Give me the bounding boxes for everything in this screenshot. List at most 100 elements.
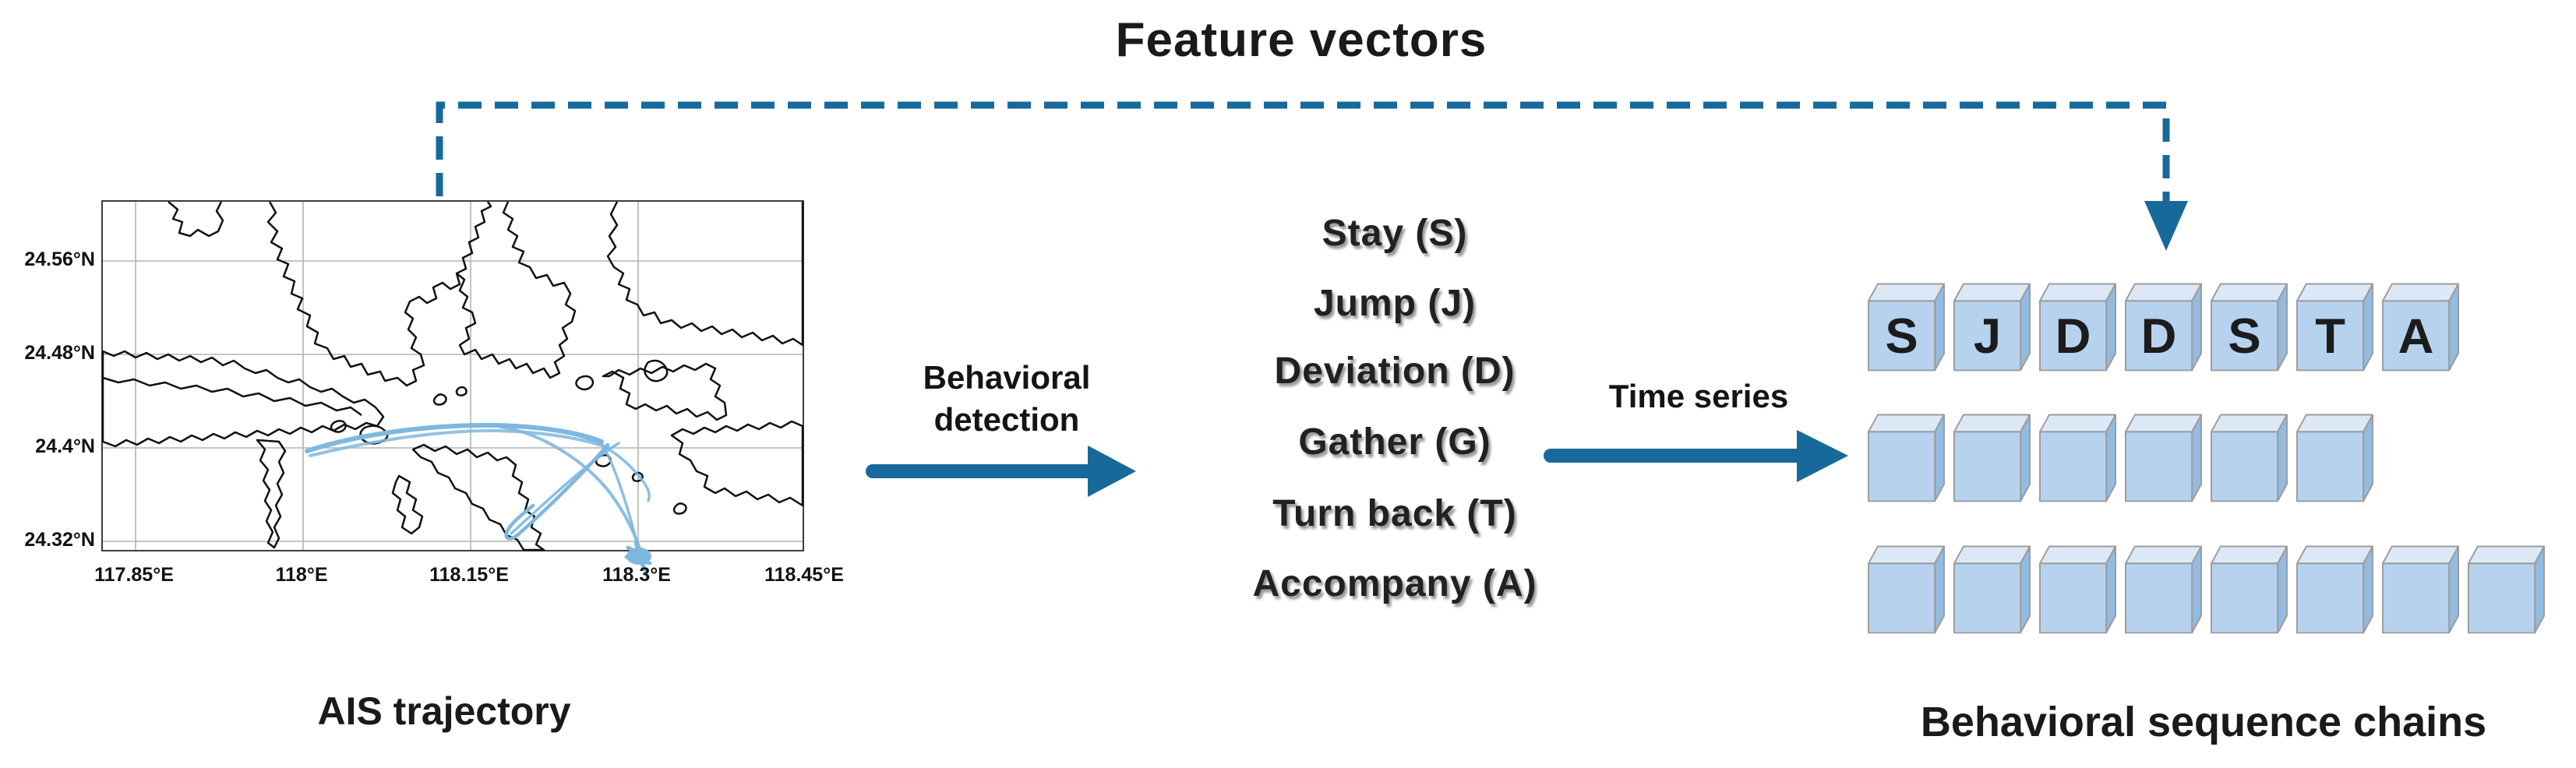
cube-face [2124, 431, 2193, 502]
behavioral-detection-label: Behavioral detection [851, 357, 1163, 441]
cube-face [2191, 545, 2202, 634]
behavioral-detection-arrow [866, 446, 1136, 497]
cube-face [1867, 283, 1945, 302]
cube-face [2277, 414, 2288, 502]
sequence-cube [2210, 414, 2288, 502]
cube-face [1953, 414, 2031, 433]
cube-letter: D [2056, 309, 2091, 364]
sequence-cube: S [1867, 283, 1945, 372]
sequence-cube [1953, 545, 2031, 634]
sequence-cube: T [2295, 283, 2373, 372]
ais-map-panel [101, 200, 804, 579]
sequence-cube [1867, 414, 1945, 502]
cube-face [2124, 283, 2202, 302]
cube-face [2124, 414, 2202, 433]
cube-face [2210, 562, 2279, 634]
cube-face [2191, 414, 2202, 502]
cube-face [2038, 545, 2116, 565]
cube-face [1867, 300, 1936, 372]
cube-face [2381, 545, 2459, 565]
cube-face [1953, 431, 2022, 502]
cube-face [2038, 431, 2108, 502]
map-caption: AIS trajectory [317, 689, 571, 733]
behavioral-detection-label-line1: Behavioral [923, 359, 1091, 396]
sequence-caption: Behavioral sequence chains [1920, 699, 2487, 745]
coastline [101, 201, 804, 551]
cube-face [2295, 545, 2373, 565]
cube-face [2038, 300, 2108, 372]
arrowhead-icon [1797, 430, 1848, 482]
cube-face [2105, 545, 2116, 634]
sequence-cube [1867, 545, 1945, 634]
behavior-item-accompany: Accompany (A) [1252, 563, 1537, 604]
sequence-cube: D [2124, 283, 2202, 372]
cube-face [2448, 283, 2459, 372]
cube-face [2105, 414, 2116, 502]
map-ytick: 24.56°N [24, 248, 95, 270]
cube-face [2124, 545, 2202, 565]
ais-map [101, 201, 804, 579]
cube-face [2020, 414, 2031, 502]
cube-face [2020, 283, 2031, 372]
cube-letter: J [1974, 309, 2001, 364]
cube-face [2363, 414, 2373, 502]
cube-letter: T [2315, 309, 2345, 364]
map-xtick: 118.15°E [429, 564, 509, 586]
cube-face [2448, 545, 2459, 634]
cube-face [2210, 414, 2288, 433]
cube-face [1867, 431, 1936, 502]
map-ytick: 24.32°N [24, 529, 95, 551]
cube-face [2467, 545, 2545, 565]
sequence-cube: A [2381, 283, 2459, 372]
cube-face [2295, 431, 2365, 502]
dashed-arrowhead-icon [2144, 201, 2188, 251]
cube-face [1953, 545, 2031, 565]
sequence-cube [2038, 414, 2116, 502]
cube-face [2277, 283, 2288, 372]
cube-face [2038, 562, 2108, 634]
cube-face [1934, 283, 1945, 372]
map-ytick: 24.4°N [35, 435, 95, 457]
cube-face [1953, 283, 2031, 302]
cube-face [2038, 283, 2116, 302]
behavioral-detection-label-line2: detection [933, 401, 1080, 438]
cube-face [2363, 283, 2373, 372]
cube-face [1867, 562, 1936, 634]
behavior-item-jump: Jump (J) [1313, 283, 1476, 324]
cube-face [1953, 300, 2022, 372]
map-xtick: 117.85°E [94, 564, 174, 586]
map-xtick: 118.3°E [602, 564, 671, 586]
cube-face [2277, 545, 2288, 634]
cube-face [2210, 283, 2288, 302]
cube-face [2534, 545, 2545, 634]
cube-face [2038, 414, 2116, 433]
sequence-cube: J [1953, 283, 2031, 372]
behavior-item-stay: Stay (S) [1322, 213, 1468, 254]
map-xtick: 118.45°E [764, 564, 844, 586]
sequence-cube [2295, 545, 2373, 634]
time-series-arrow [1544, 430, 1848, 482]
arrowhead-icon [1088, 446, 1136, 497]
cube-face [2124, 562, 2193, 634]
sequence-cube [2124, 545, 2202, 634]
cube-face [1934, 414, 1945, 502]
sequence-cube [2381, 545, 2459, 634]
ais-trajectories [305, 422, 652, 579]
cube-face [2381, 562, 2451, 634]
cube-face [2295, 300, 2365, 372]
sequence-cube [2038, 545, 2116, 634]
cube-face [2105, 283, 2116, 372]
cube-face [2381, 283, 2459, 302]
time-series-label: Time series [1608, 378, 1789, 414]
cube-face [2295, 562, 2365, 634]
cube-face [2210, 300, 2279, 372]
cube-letter: S [2228, 309, 2260, 364]
sequence-cube [2295, 414, 2373, 502]
page-title: Feature vectors [1115, 13, 1487, 67]
sequence-cube [2210, 545, 2288, 634]
cube-letter: S [1885, 309, 1918, 364]
cube-face [2467, 562, 2536, 634]
cube-face [2295, 414, 2373, 433]
map-xtick: 118°E [275, 564, 328, 586]
